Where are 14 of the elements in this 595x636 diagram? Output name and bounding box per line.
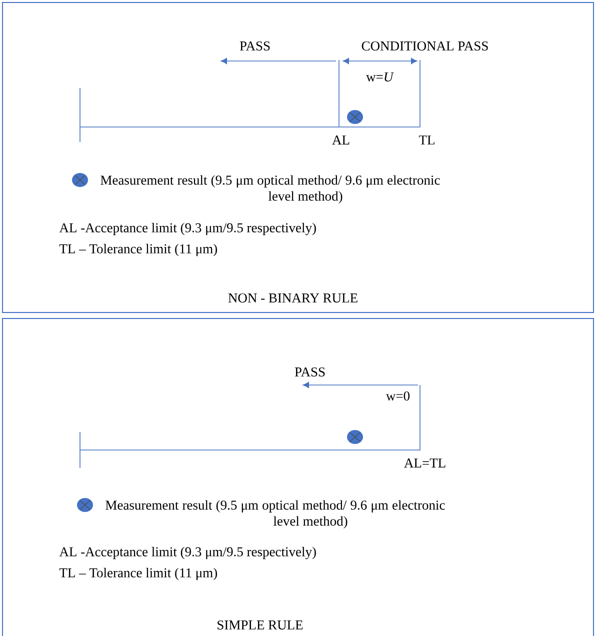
label: TL – Tolerance limit (11 μm)	[59, 568, 217, 580]
label: PASS	[294, 367, 325, 377]
label: AL	[332, 136, 350, 144]
label: TL – Tolerance limit (11 μm)	[59, 244, 217, 256]
label: PASS	[240, 41, 270, 51]
legend-text: Measurement result (9.5 μm optical method/ 9.6 μm electronic level method)	[100, 175, 440, 204]
label: w=0	[386, 391, 410, 401]
label: AL=TL	[404, 458, 446, 468]
legend-text: Measurement result (9.5 μm optical method/ 9.6 μm electronic level method)	[106, 500, 445, 528]
label: AL -Acceptance limit (9.3 μm/9.5 respectively)	[59, 222, 316, 236]
label: TL	[419, 136, 434, 144]
label: AL -Acceptance limit (9.3 μm/9.5 respectively)	[59, 546, 316, 560]
label: CONDITIONAL PASS	[362, 41, 488, 51]
label: w=U	[366, 72, 394, 82]
